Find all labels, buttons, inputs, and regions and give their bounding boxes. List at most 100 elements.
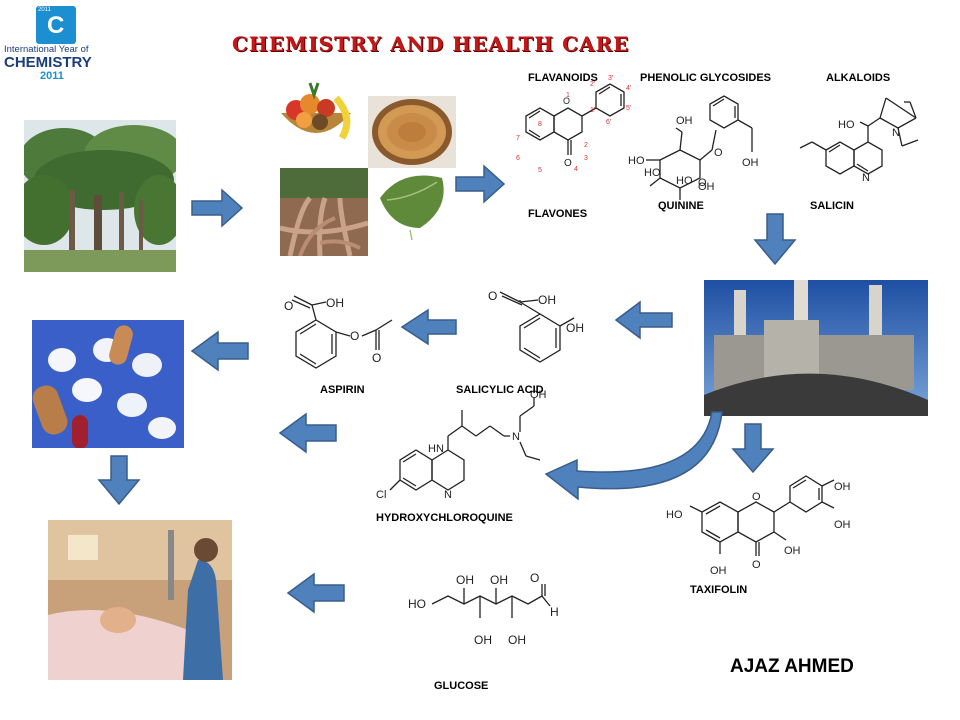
arrow-down-3 [731, 423, 775, 474]
arrow-left-2 [400, 308, 457, 346]
leaf-photo [372, 168, 452, 240]
svg-text:OH: OH [742, 157, 759, 169]
svg-text:HO: HO [676, 175, 693, 187]
arrow-right-1 [191, 188, 244, 228]
svg-text:OH: OH [490, 573, 508, 587]
label-phenolic-glycosides: PHENOLIC GLYCOSIDES [640, 72, 772, 84]
logo-line1: International Year of [4, 44, 89, 55]
svg-text:8: 8 [538, 121, 542, 128]
svg-text:2: 2 [584, 142, 588, 149]
svg-text:6': 6' [606, 119, 611, 126]
label-salicin: SALICIN [810, 200, 854, 212]
arrow-right-2 [455, 164, 506, 204]
hydroxychloroquine-structure [389, 398, 541, 491]
aspirin-structure [291, 295, 393, 369]
svg-text:O: O [752, 491, 761, 503]
svg-text:OH: OH [566, 321, 584, 335]
svg-text:O: O [350, 329, 359, 343]
svg-text:O: O [372, 351, 381, 365]
label-alkaloids: ALKALOIDS [826, 72, 891, 84]
svg-text:OH: OH [456, 573, 474, 587]
iyc-logo: 2011 C International Year of CHEMISTRY 2… [4, 6, 114, 82]
svg-text:OH: OH [784, 545, 801, 557]
svg-text:OH: OH [508, 633, 526, 647]
author-name: AJAZ AHMED [730, 656, 854, 677]
phenolic-glycoside-structure [646, 95, 753, 200]
svg-text:HO: HO [838, 119, 855, 131]
svg-text:HO: HO [408, 597, 426, 611]
curved-arrow [544, 411, 723, 501]
svg-text:OH: OH [834, 481, 851, 493]
label-aspirin: ASPIRIN [320, 384, 365, 396]
svg-text:OH: OH [538, 293, 556, 307]
wood-slice-photo [368, 96, 456, 168]
svg-text:OH: OH [326, 296, 344, 310]
svg-text:HO: HO [644, 167, 661, 179]
hospital-patient-photo [48, 520, 232, 680]
svg-text:OH: OH [698, 181, 715, 193]
logo-line2: CHEMISTRY [4, 54, 92, 71]
arrow-left-1 [614, 300, 673, 340]
label-flavanoids: FLAVANOIDS [528, 72, 598, 84]
svg-text:5': 5' [626, 105, 631, 112]
logo-line3: 2011 [40, 70, 64, 82]
svg-text:2': 2' [590, 81, 595, 88]
logo-letter: C [47, 12, 65, 39]
svg-text:HN: HN [428, 443, 444, 455]
svg-text:1': 1' [590, 107, 595, 114]
svg-text:3': 3' [608, 75, 613, 82]
arrow-left-4 [278, 412, 337, 454]
label-glucose: GLUCOSE [434, 680, 489, 692]
svg-text:O: O [530, 571, 539, 585]
banyan-tree-photo [24, 120, 176, 272]
factory-photo [704, 280, 928, 416]
arrow-down-2 [97, 455, 141, 506]
label-taxifolin: TAXIFOLIN [690, 584, 748, 596]
svg-text:1: 1 [566, 92, 570, 99]
svg-text:N: N [892, 127, 900, 139]
alkaloid-structure [799, 97, 919, 175]
label-flavones: FLAVONES [528, 208, 588, 220]
svg-text:O: O [698, 177, 707, 189]
fruit-basket-photo [276, 78, 356, 148]
svg-text:N: N [512, 431, 520, 443]
svg-text:O: O [563, 96, 570, 106]
svg-text:OH: OH [834, 519, 851, 531]
svg-text:O: O [564, 158, 572, 169]
svg-text:OH: OH [676, 115, 693, 127]
label-salicylic-acid: SALICYLIC ACID [456, 384, 544, 396]
logo-year-small: 2011 [38, 7, 51, 13]
taxifolin-structure [689, 475, 835, 556]
roots-photo [280, 168, 368, 256]
label-quinine: QUININE [658, 200, 704, 212]
glucose-structure [431, 584, 551, 618]
svg-text:O: O [488, 289, 497, 303]
svg-text:3: 3 [584, 155, 588, 162]
svg-text:H: H [550, 605, 559, 619]
logo-badge: 2011 C [36, 6, 76, 44]
svg-text:HO: HO [628, 155, 645, 167]
arrow-down-1 [753, 213, 797, 266]
pills-photo [32, 320, 184, 448]
svg-text:OH: OH [530, 389, 547, 401]
label-hydroxychloroquine: HYDROXYCHLOROQUINE [376, 512, 513, 524]
arrow-left-3 [190, 330, 249, 372]
svg-text:4': 4' [626, 85, 631, 92]
arrow-left-5 [286, 572, 345, 614]
salicylic-acid-structure [499, 291, 575, 363]
svg-text:OH: OH [710, 565, 727, 577]
svg-text:Cl: Cl [376, 489, 386, 501]
flavone-structure: O O [525, 83, 625, 169]
svg-text:N: N [862, 172, 870, 184]
svg-text:HO: HO [666, 509, 683, 521]
svg-text:N: N [444, 489, 452, 501]
page-title: CHEMISTRY AND HEALTH CARE [232, 32, 630, 56]
svg-text:5: 5 [538, 167, 542, 174]
svg-text:4: 4 [574, 166, 578, 173]
svg-text:6: 6 [516, 155, 520, 162]
svg-text:O: O [284, 299, 293, 313]
svg-text:O: O [752, 559, 761, 571]
svg-text:7: 7 [516, 135, 520, 142]
svg-text:O: O [714, 147, 723, 159]
